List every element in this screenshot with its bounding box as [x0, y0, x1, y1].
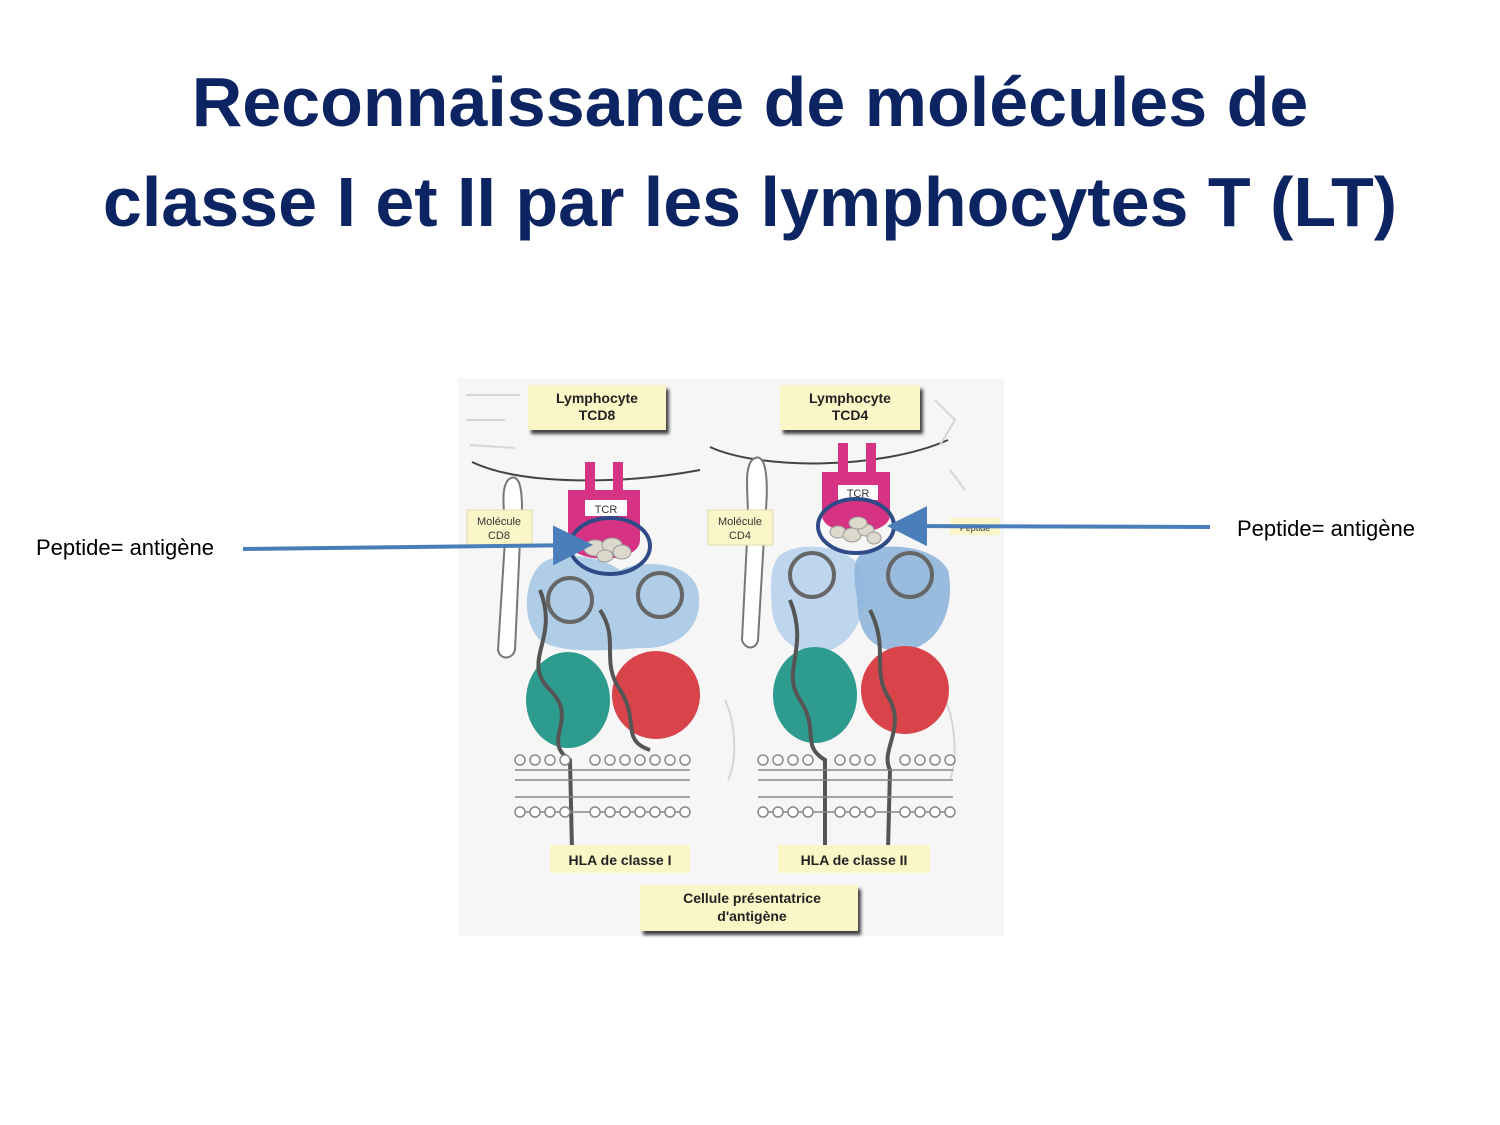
callout-right-peptide: Peptide= antigène [1237, 516, 1415, 541]
beta-coil-left [788, 551, 836, 599]
peptide-chain-class-2 [788, 599, 897, 851]
label-box-lymphocyte-tcd4 [780, 385, 920, 430]
teal-domain-class-1 [526, 652, 610, 748]
t-cell-membrane-right [709, 439, 949, 465]
label-box-molecule-cd8 [466, 509, 533, 546]
alpha-coil-left [546, 576, 594, 624]
mhc-class-1 [526, 555, 700, 851]
label-box-lymphocyte-tcd8 [528, 385, 666, 430]
callout-left-peptide: Peptide= antigène [36, 535, 214, 560]
tcr-right-label: TCR [847, 488, 870, 500]
tcr-left-label: TCR [595, 504, 618, 516]
title-line-1: Reconnaissance de molécules de [191, 63, 1309, 141]
label-box-molecule-cd4 [707, 509, 774, 546]
red-domain-class-2 [861, 646, 949, 734]
cd4-molecule-shape [740, 456, 768, 649]
mhc-class-2 [770, 546, 951, 851]
slide-title: Reconnaissance de molécules de classe I … [0, 52, 1500, 252]
t-cell-membrane-left [471, 461, 701, 482]
peptide-chain-class-1 [536, 589, 651, 851]
apc-line2: d'antigène [717, 908, 787, 924]
hla-class-2-label: HLA de classe II [801, 852, 908, 868]
peptide-right [829, 516, 882, 545]
tcr-right: TCR [822, 443, 890, 533]
lipid-bilayer-left [514, 754, 691, 818]
lymphocyte-tcd8-line2: TCD8 [579, 407, 616, 423]
red-domain-class-1 [612, 651, 700, 739]
alpha-coil-right [636, 571, 684, 619]
background-sketch [466, 394, 966, 781]
label-box-hla-class-1 [550, 845, 690, 873]
label-box-hla-class-2 [778, 845, 930, 873]
apc-line1: Cellule présentatrice [683, 890, 821, 906]
lipid-bilayer-right [757, 754, 956, 818]
title-line-2: classe I et II par les lymphocytes T (LT… [102, 163, 1398, 241]
arrow-right [887, 506, 1211, 547]
lymphocyte-tcd8-line1: Lymphocyte [556, 390, 638, 406]
arrow-left [242, 525, 593, 566]
beta-coil-right [886, 551, 934, 599]
molecule-cd8-line2: CD8 [488, 530, 510, 542]
hla-class-1-label: HLA de classe I [569, 852, 672, 868]
alpha-domain-class-2-left [770, 546, 865, 653]
lymphocyte-tcd4-line2: TCD4 [832, 407, 869, 423]
molecule-cd4-line2: CD4 [729, 530, 751, 542]
alpha-domain-class-1 [526, 555, 700, 651]
teal-domain-class-2 [773, 647, 857, 743]
alpha-domain-class-2-right [854, 546, 951, 651]
molecule-cd8-line1: Molécule [477, 516, 521, 528]
lymphocyte-tcd4-line1: Lymphocyte [809, 390, 891, 406]
label-box-apc [640, 885, 858, 931]
molecule-cd4-line1: Molécule [718, 516, 762, 528]
